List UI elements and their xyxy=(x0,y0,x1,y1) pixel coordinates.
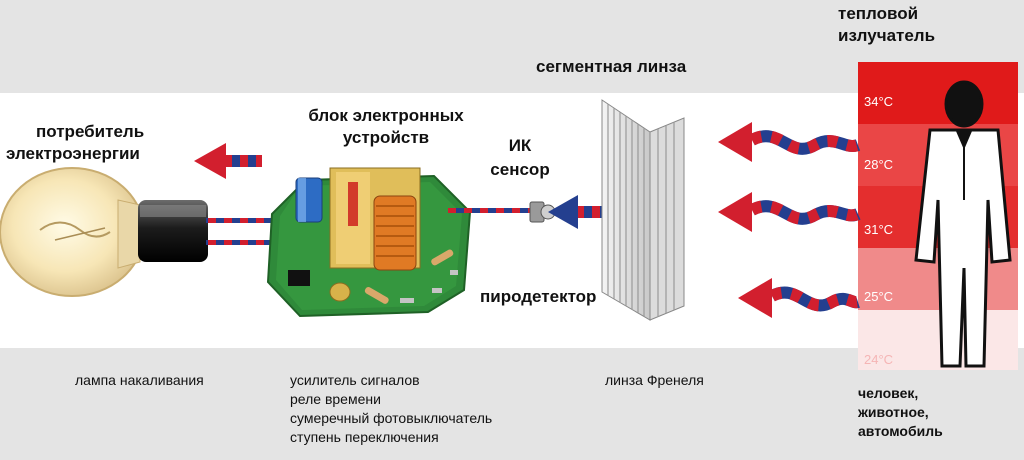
consumer-line: потребитель xyxy=(36,122,145,141)
heat-emitter-line: излучатель xyxy=(838,26,936,45)
temp-band-5 xyxy=(858,310,1018,370)
wire-connection xyxy=(448,208,530,213)
ir-sensor-line: сенсор xyxy=(490,160,550,179)
heat-wave-arrow-icon xyxy=(718,192,861,232)
electronics-block-label: блок электронных устройств xyxy=(286,106,486,148)
ir-sensor-icon xyxy=(529,201,556,223)
fresnel-caption: линза Френеля xyxy=(605,372,704,388)
lamp-caption: лампа накаливания xyxy=(75,372,204,388)
circuit-board-icon xyxy=(266,167,472,318)
heat-wave-arrow-icon xyxy=(738,278,860,318)
consumer-line: электроэнергии xyxy=(6,144,140,163)
source-caption: человек, животное, автомобиль xyxy=(858,384,943,441)
source-caption-line: автомобиль xyxy=(858,423,943,439)
electronics-caption-line: сумеречный фотовыключатель xyxy=(290,410,493,426)
ir-sensor-line: ИК xyxy=(508,136,532,155)
pyrodetector-label: пиродетектор xyxy=(480,287,597,306)
heat-emitter-line: тепловой xyxy=(838,4,919,23)
temp-label: 25°C xyxy=(864,289,894,304)
temp-label: 24°C xyxy=(864,352,894,367)
electronics-caption-line: усилитель сигналов xyxy=(290,372,420,388)
temp-label: 28°C xyxy=(864,157,894,172)
ir-sensor-label: ИК сенсор xyxy=(470,136,570,180)
source-caption-line: человек, xyxy=(858,385,919,401)
human-figure-icon xyxy=(914,80,1012,368)
temp-label: 31°C xyxy=(864,222,894,237)
light-bulb-icon xyxy=(0,167,208,297)
electronics-block-line: устройств xyxy=(342,128,430,147)
segment-lens-label: сегментная линза xyxy=(536,57,687,76)
electronics-block-line: блок электронных xyxy=(308,106,464,125)
electronics-caption: усилитель сигналов реле времени сумеречн… xyxy=(290,371,492,447)
heat-wave-arrow-icon xyxy=(718,122,861,162)
temp-band-1 xyxy=(858,62,1018,124)
temp-label: 34°C xyxy=(864,94,894,109)
heat-emitter-label: тепловой излучатель xyxy=(838,4,935,46)
electronics-caption-line: реле времени xyxy=(290,391,381,407)
electronics-caption-line: ступень переключения xyxy=(290,429,439,445)
fresnel-lens-icon xyxy=(601,99,685,321)
wire-connection xyxy=(206,218,288,245)
output-arrow-icon xyxy=(194,143,262,179)
consumer-label: потребитель электроэнергии xyxy=(6,122,144,164)
source-caption-line: животное, xyxy=(858,404,929,420)
